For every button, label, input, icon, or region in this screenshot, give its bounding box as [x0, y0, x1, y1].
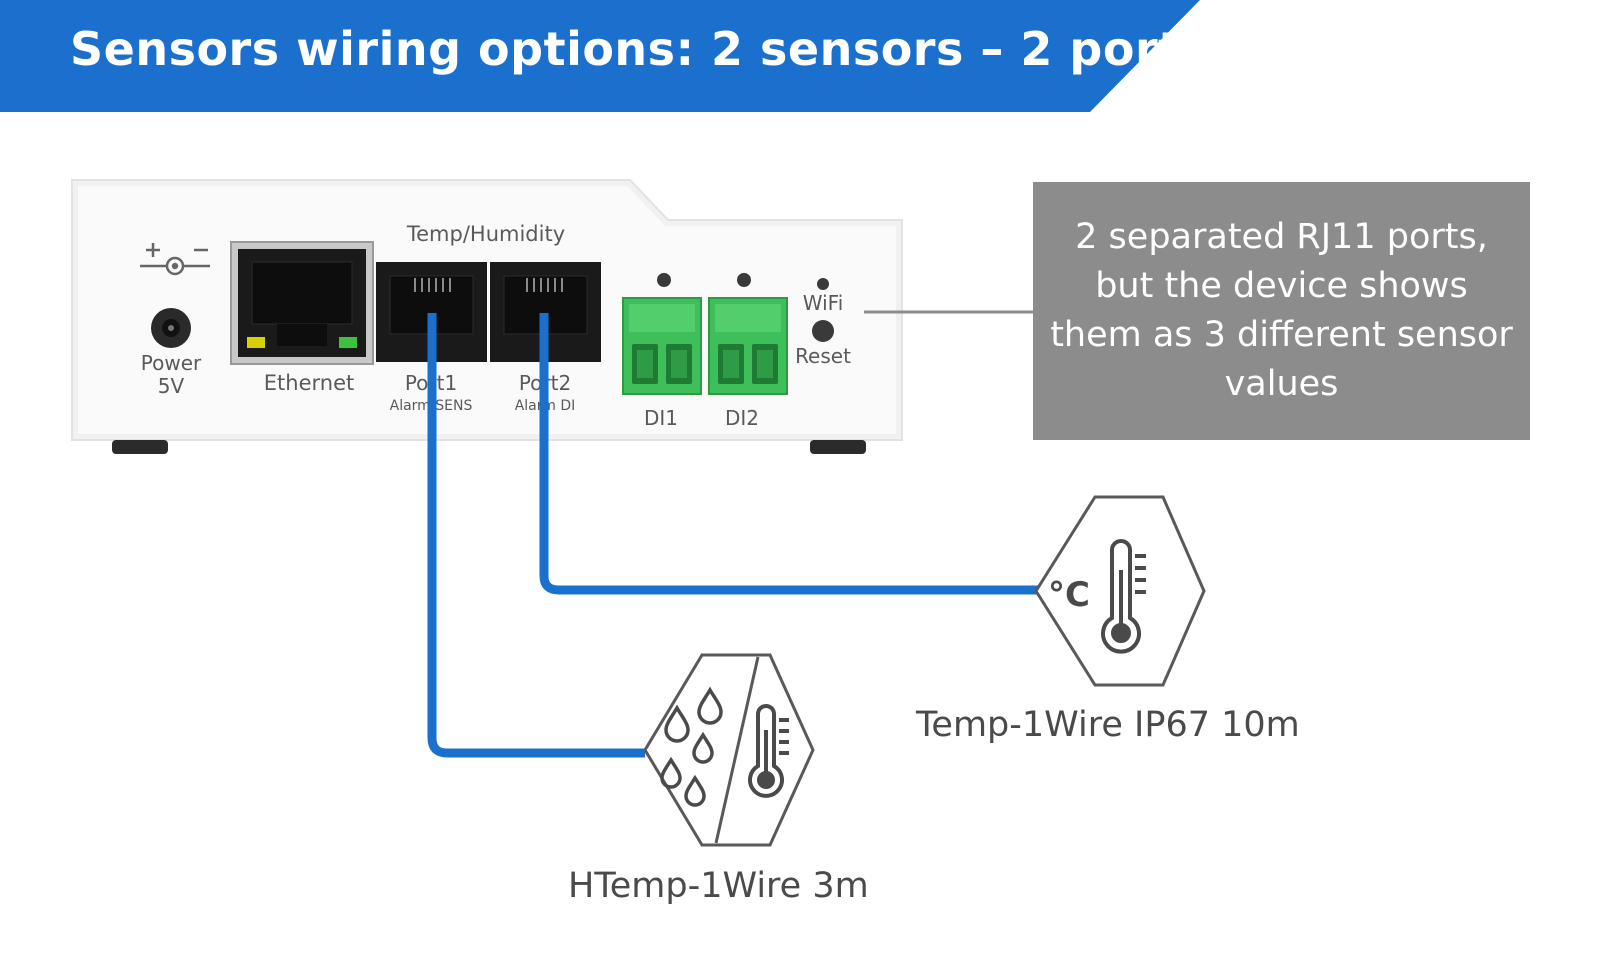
wifi-label: WiFi [803, 291, 844, 315]
device-foot-left [112, 440, 168, 454]
cable-port1-htemp [427, 313, 645, 758]
power-jack[interactable] [151, 308, 191, 348]
power-voltage-label: 5V [158, 374, 185, 398]
ethernet-link-led [247, 337, 265, 348]
thermometer-icon [748, 704, 789, 798]
page-title: Sensors wiring options: 2 sensors – 2 po… [70, 22, 1209, 76]
power-label: Power [141, 351, 202, 375]
divider-line [714, 656, 760, 844]
reset-button[interactable] [812, 320, 834, 342]
ethernet-port[interactable] [230, 241, 374, 365]
di1-led [657, 273, 671, 287]
di2-label: DI2 [725, 406, 759, 430]
di2-terminal-block[interactable] [708, 297, 788, 395]
di1-label: DI1 [644, 406, 678, 430]
water-drops-icon [660, 686, 723, 807]
wifi-led [817, 278, 829, 290]
device-foot-right [810, 440, 866, 454]
thermometer-icon [1101, 539, 1146, 654]
temp-sensor-label: Temp-1Wire IP67 10m [916, 705, 1300, 745]
htemp-sensor-node [643, 653, 815, 847]
callout-box: 2 separated RJ11 ports, but the device s… [1033, 182, 1530, 440]
reset-label: Reset [795, 344, 851, 368]
ethernet-activity-led [339, 337, 357, 348]
temp-sensor-node: °C [1034, 495, 1206, 687]
power-polarity-icon [140, 243, 210, 276]
callout-text: 2 separated RJ11 ports, but the device s… [1050, 217, 1513, 404]
di1-terminal-block[interactable] [622, 297, 702, 395]
port2-rj11[interactable] [490, 262, 601, 362]
htemp-sensor-label: HTemp-1Wire 3m [568, 866, 869, 906]
temp-humidity-label: Temp/Humidity [406, 222, 565, 246]
title-banner [0, 0, 1200, 112]
celsius-unit: °C [1048, 575, 1090, 615]
cable-port2-temp [539, 313, 1038, 595]
di2-led [737, 273, 751, 287]
ethernet-label: Ethernet [264, 371, 354, 395]
